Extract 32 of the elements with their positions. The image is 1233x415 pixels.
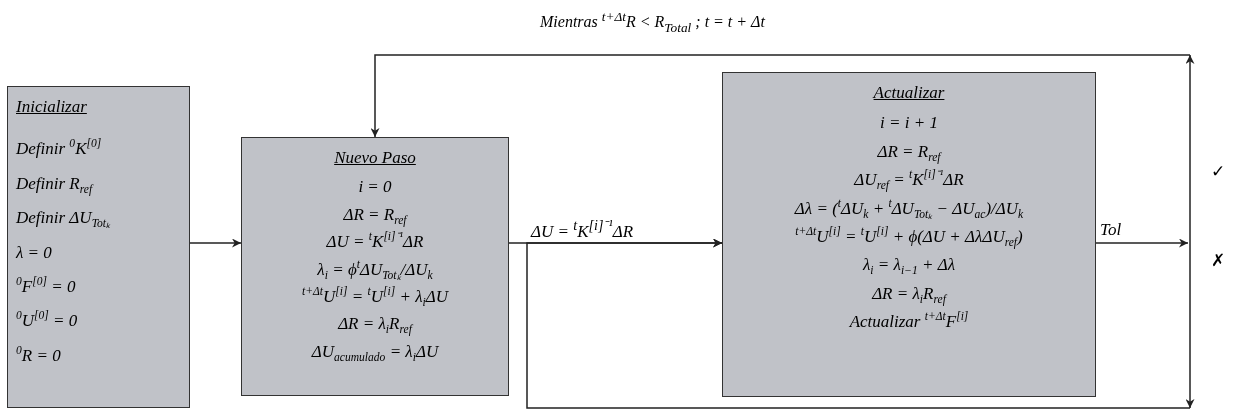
equation: ΔR = λ$_{i}$R$_{ref}$ (338, 314, 412, 335)
equation: i = 0 (358, 177, 392, 198)
equation: i = i + 1 (880, 113, 938, 134)
arrow (370, 54, 1191, 138)
equation: λ$_{i}$ = ϕ$^{t}$ΔU$_{Totₖ}$/ΔU$_{k}$ (317, 259, 433, 280)
equation: Actualizar $^{t+Δt}$F$^{[i]}$ (849, 312, 969, 333)
process-box (241, 137, 509, 396)
cross-mark: ✗ (1211, 250, 1226, 270)
equation: ΔR = R$_{ref}$ (877, 141, 941, 163)
equation: $^{0}$U$^{[0]}$ = 0 (16, 311, 78, 332)
equation: $^{0}$R = 0 (16, 345, 61, 367)
process-box (7, 86, 190, 408)
box-heading: Inicializar (16, 97, 87, 118)
arrow (189, 238, 242, 248)
equation: Definir ΔU$_{Totₖ}$ (16, 208, 110, 229)
equation: ΔU$_{acumulado}$ = λ$_{i}$ΔU (311, 341, 439, 363)
equation: ΔR = λ$_{i}$R$_{ref}$ (872, 283, 946, 305)
equation: ΔU = $^{t}$K$^{[i]⁻¹}$ΔR (326, 232, 424, 253)
equation: $^{0}$F$^{[0]}$ = 0 (16, 276, 76, 298)
equation: λ$_{i}$ = λ$_{i−1}$ + Δλ (863, 255, 955, 276)
arrow (1095, 238, 1189, 248)
box-heading: Nuevo Paso (334, 148, 416, 169)
equation: $^{t+Δt}$U$^{[i]}$ = $^{t}$U$^{[i]}$ + λ$_{i}$ΔU (302, 286, 448, 308)
equation: ΔU$_{ref}$ = $^{t}$K$^{[i]⁻¹}$ΔR (854, 170, 964, 191)
equation: $^{t+Δt}$U$^{[i]}$ = $^{t}$U$^{[i]}$ + ϕ(ΔU + ΔλΔU$_{ref}$) (795, 226, 1023, 248)
equation: λ = 0 (16, 242, 52, 263)
equation: Definir $^{0}$K$^{[0]}$ (16, 139, 102, 160)
equation: Definir R$_{ref}$ (16, 173, 93, 195)
process-box (722, 72, 1096, 397)
equation: ΔR = R$_{ref}$ (343, 204, 407, 226)
equation: Δλ = ($^{t}$ΔU$_{k}$ + $^{t}$ΔU$_{Totₖ}$ − ΔU$_{ac}$)/ΔU$_{k}$ (794, 198, 1024, 219)
box-heading: Actualizar (873, 83, 945, 104)
